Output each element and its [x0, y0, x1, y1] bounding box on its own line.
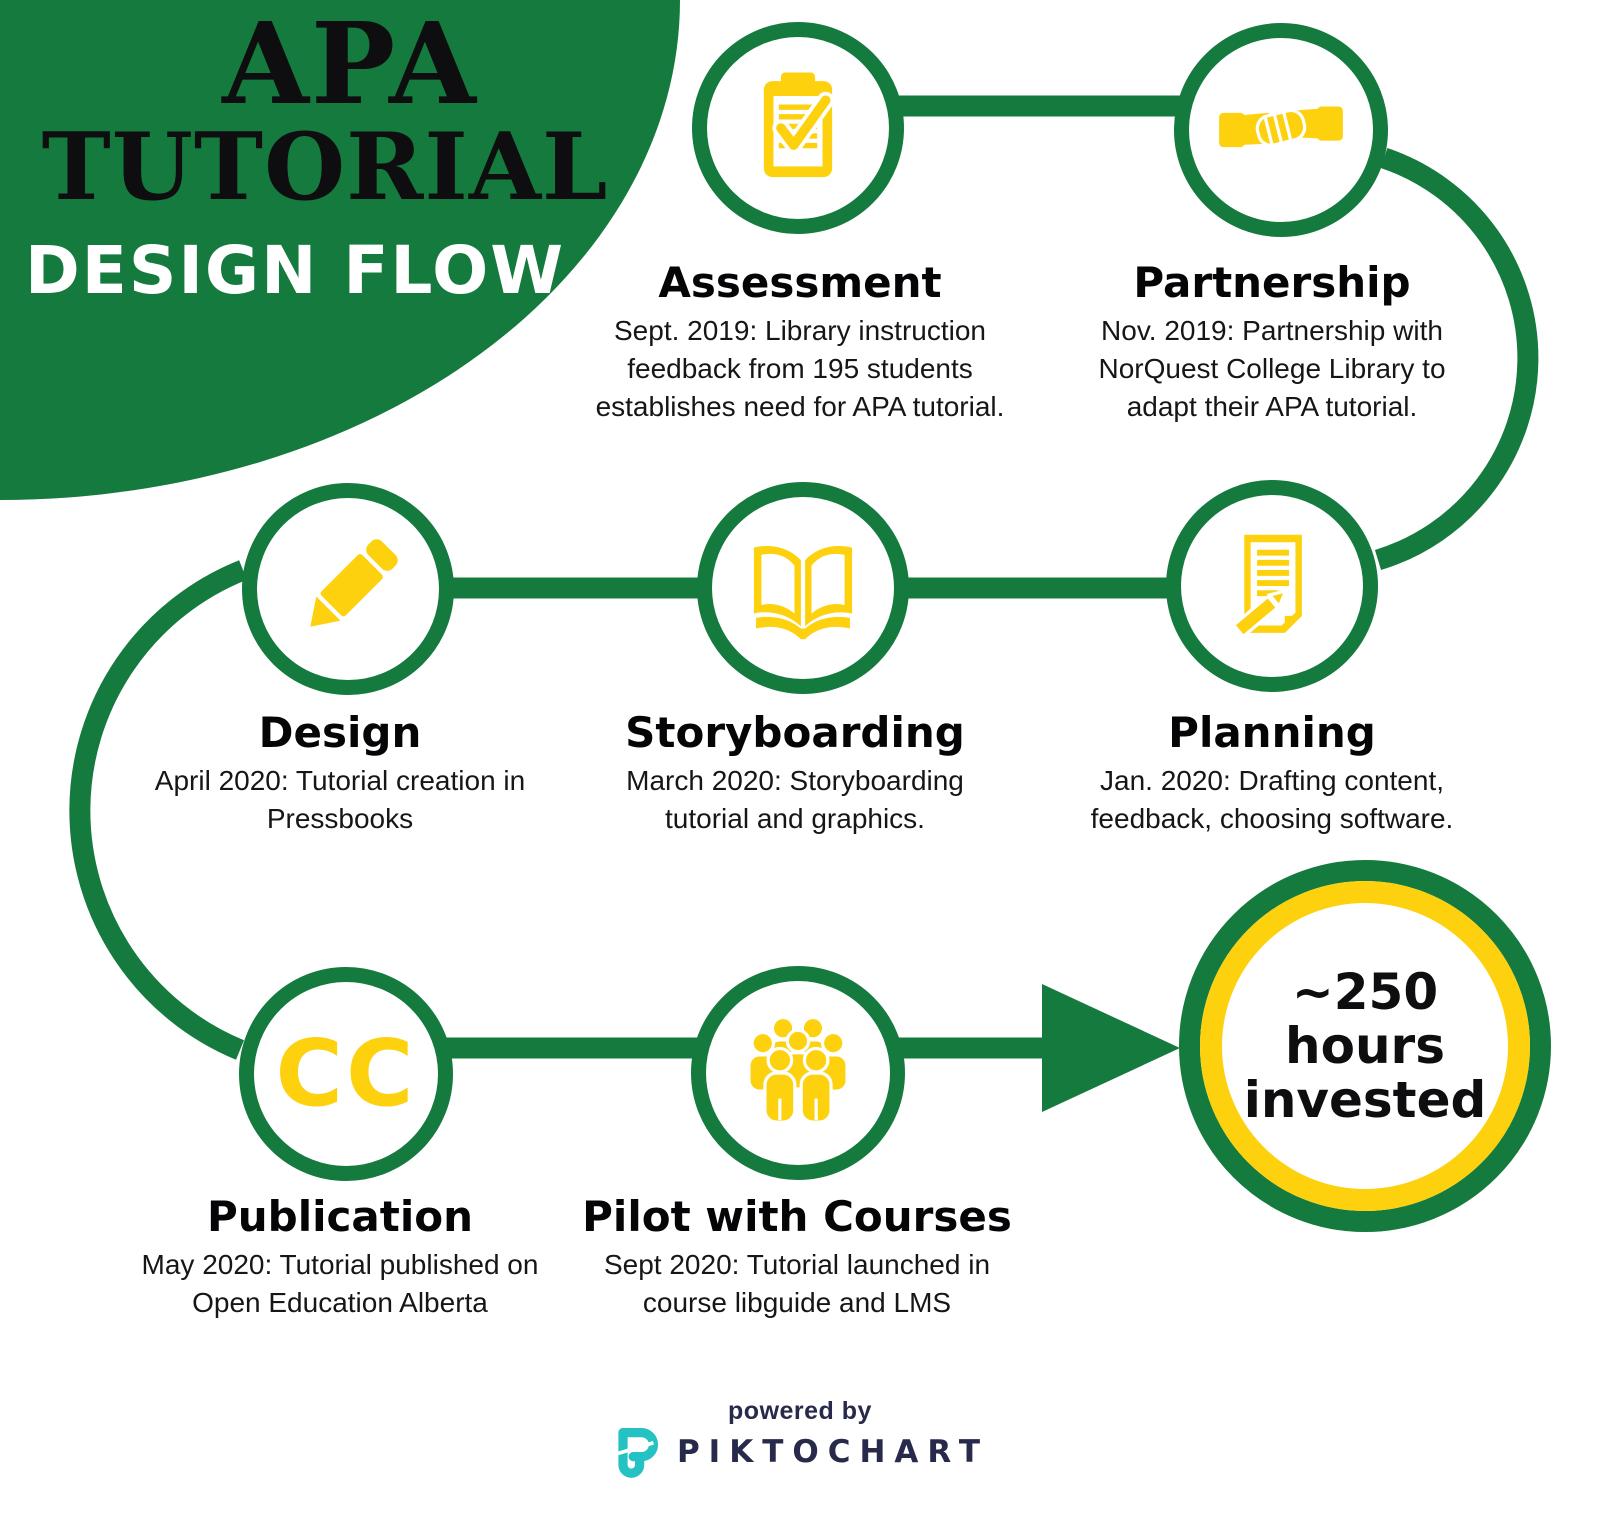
step-pilot-text: Pilot with Courses Sept 2020: Tutorial l…: [557, 1192, 1037, 1322]
step-body: March 2020: Storyboarding tutorial and g…: [626, 765, 964, 835]
node-partnership: [1174, 23, 1388, 237]
clipboard-check-icon: [763, 72, 835, 178]
piktochart-wordmark: PIKTOCHART: [676, 1433, 990, 1470]
connector-left-arc: [69, 560, 247, 1060]
step-body: April 2020: Tutorial creation in Pressbo…: [154, 765, 526, 835]
step-body: Sept. 2019: Library instruction feedback…: [595, 315, 1005, 423]
step-assessment-text: Assessment Sept. 2019: Library instructi…: [563, 258, 1037, 426]
result-circle: ~250 hours invested: [1179, 860, 1551, 1232]
people-group-icon: [747, 1015, 849, 1124]
step-body: Sept 2020: Tutorial launched in course l…: [603, 1249, 991, 1319]
pencil-icon: [310, 539, 398, 627]
node-publication: CC: [239, 967, 453, 1181]
step-heading: Assessment: [658, 258, 942, 307]
step-body: May 2020: Tutorial published on Open Edu…: [141, 1249, 539, 1319]
node-storyboarding: [697, 482, 909, 694]
title-line-tutorial: TUTORIAL: [41, 112, 609, 221]
step-heading: Partnership: [1133, 258, 1411, 307]
powered-by-label: powered by: [728, 1397, 872, 1425]
node-design: [242, 483, 454, 695]
result-inner-ring: ~250 hours invested: [1200, 881, 1530, 1211]
flow-arrow-icon: [1042, 984, 1180, 1112]
node-pilot: [691, 966, 905, 1180]
step-heading: Publication: [206, 1192, 473, 1241]
step-body: Nov. 2019: Partnership with NorQuest Col…: [1098, 315, 1446, 423]
step-partnership-text: Partnership Nov. 2019: Partnership with …: [1057, 258, 1487, 426]
result-hours-word: hours: [1285, 1017, 1445, 1075]
result-invested-word: invested: [1243, 1071, 1487, 1129]
step-heading: Design: [258, 708, 422, 757]
node-planning: [1166, 480, 1378, 692]
piktochart-logo: PIKTOCHART: [0, 1426, 1600, 1478]
handshake-icon: [1219, 106, 1343, 148]
step-body: Jan. 2020: Drafting content, feedback, c…: [1090, 765, 1454, 835]
result-hours-value: ~250: [1291, 963, 1439, 1021]
document-pencil-icon: [1232, 534, 1302, 638]
step-storyboarding-text: Storyboarding March 2020: Storyboarding …: [565, 708, 1025, 838]
piktochart-mark-icon: [615, 1428, 659, 1478]
step-heading: Planning: [1168, 708, 1376, 757]
creative-commons-icon: CC: [275, 1020, 417, 1127]
title-subtitle: DESIGN FLOW: [24, 232, 566, 309]
step-heading: Pilot with Courses: [582, 1192, 1012, 1241]
step-heading: Storyboarding: [625, 708, 965, 757]
title-line-apa: APA: [222, 0, 478, 130]
node-assessment: [692, 22, 904, 234]
connector-right-arc: [1374, 148, 1539, 571]
step-design-text: Design April 2020: Tutorial creation in …: [110, 708, 570, 838]
open-book-icon: [753, 546, 853, 640]
step-publication-text: Publication May 2020: Tutorial published…: [100, 1192, 580, 1322]
step-planning-text: Planning Jan. 2020: Drafting content, fe…: [1042, 708, 1502, 838]
